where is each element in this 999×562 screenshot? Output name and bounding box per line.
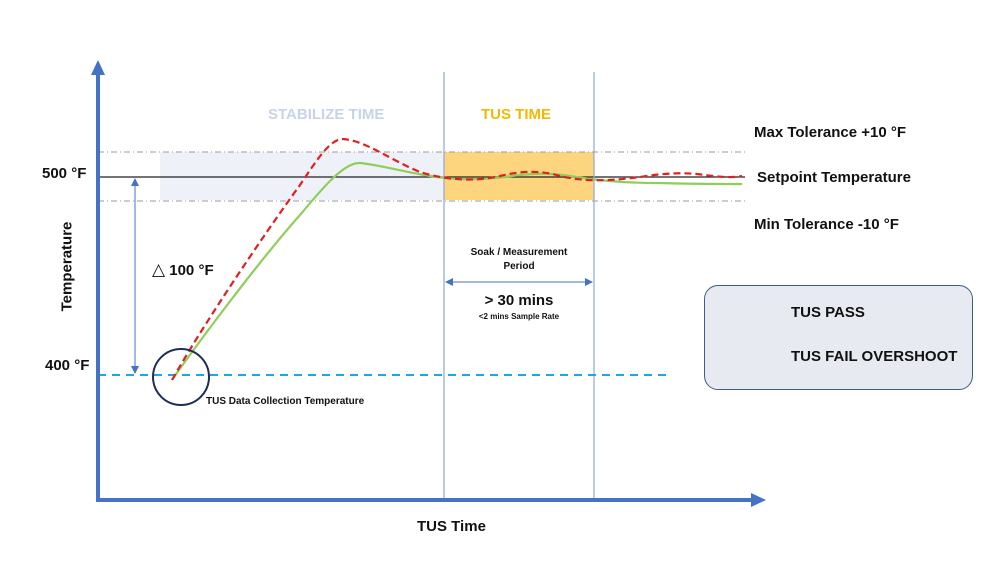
max-tolerance-label: Max Tolerance +10 °F: [754, 124, 907, 141]
collection-start-circle: [152, 348, 210, 406]
soak-duration: > 30 mins: [484, 292, 554, 309]
y-axis-arrowhead: [91, 60, 105, 75]
delta-arrow-bottom-head: [131, 366, 139, 374]
legend-fail-label: TUS FAIL OVERSHOOT: [791, 348, 958, 365]
delta-label-group: △ 100 °F: [152, 260, 214, 280]
delta-value: 100 °F: [169, 262, 214, 279]
tus-time-label: TUS TIME: [481, 106, 551, 123]
stabilize-band: [160, 152, 444, 200]
stabilize-time-label: STABILIZE TIME: [268, 106, 385, 123]
x-axis-title: TUS Time: [417, 518, 486, 535]
x-axis-arrowhead: [751, 493, 766, 507]
delta-icon: △: [152, 260, 166, 279]
data-collection-label: TUS Data Collection Temperature: [206, 396, 365, 407]
setpoint-label: Setpoint Temperature: [757, 169, 911, 186]
y-label-400: 400 °F: [45, 357, 90, 374]
soak-arrow-right-head: [585, 278, 593, 286]
soak-title-line2: Period: [503, 261, 535, 272]
soak-arrow-left-head: [445, 278, 453, 286]
legend: TUS PASS TUS FAIL OVERSHOOT: [704, 285, 973, 390]
legend-pass-label: TUS PASS: [791, 304, 865, 321]
soak-title-line1: Soak / Measurement: [470, 247, 568, 258]
y-label-500: 500 °F: [42, 165, 87, 182]
delta-arrow-top-head: [131, 178, 139, 186]
soak-title: Soak / Measurement Period: [444, 246, 594, 274]
y-axis-title: Temperature: [58, 221, 76, 312]
sample-rate: <2 mins Sample Rate: [478, 312, 560, 321]
min-tolerance-label: Min Tolerance -10 °F: [754, 216, 899, 233]
